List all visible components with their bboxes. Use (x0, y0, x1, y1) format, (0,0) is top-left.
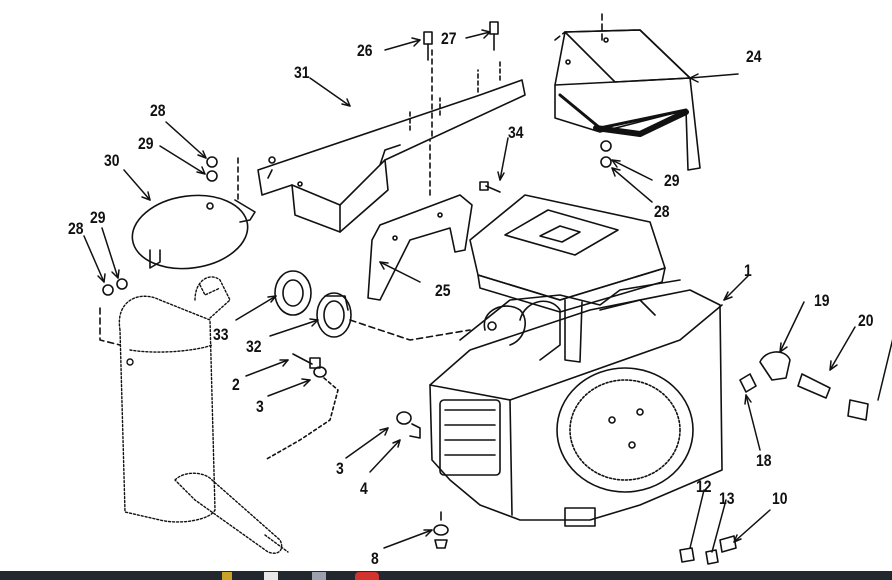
callout-19: 19 (814, 291, 830, 310)
callout-32: 32 (246, 337, 262, 356)
callout-29: 29 (90, 208, 106, 227)
exhaust-flange-part (316, 292, 352, 338)
callout-18: 18 (756, 451, 772, 470)
muffler-part (118, 276, 289, 554)
callout-29: 29 (138, 134, 154, 153)
browser-icon[interactable] (355, 572, 379, 580)
taskbar (0, 571, 892, 580)
heat-shield-part (554, 13, 701, 171)
callout-34: 34 (508, 123, 524, 142)
fuel-fittings-part (739, 351, 869, 421)
hardware-parts (102, 21, 612, 549)
support-bracket-part (367, 49, 473, 301)
callout-10: 10 (772, 489, 788, 508)
callout-4: 4 (360, 479, 368, 498)
mounting-bolts-part (679, 535, 737, 565)
callout-30: 30 (104, 151, 120, 170)
callout-31: 31 (294, 63, 310, 82)
app-icon[interactable] (222, 572, 232, 580)
callout-28: 28 (68, 219, 84, 238)
callout-20: 20 (858, 311, 874, 330)
gasket-part (274, 270, 312, 316)
callout-33: 33 (213, 325, 229, 344)
callout-3: 3 (256, 397, 264, 416)
window-icon[interactable] (312, 572, 326, 580)
callout-8: 8 (371, 549, 379, 568)
callout-29: 29 (664, 171, 680, 190)
callout-28: 28 (150, 101, 166, 120)
leader-lines (83, 29, 892, 553)
callout-26: 26 (357, 41, 373, 60)
muffler-cover-part (131, 157, 256, 270)
callout-3: 3 (336, 459, 344, 478)
folder-icon[interactable] (264, 572, 278, 580)
callout-25: 25 (435, 281, 451, 300)
upper-bracket-part (257, 59, 526, 233)
callout-28: 28 (654, 202, 670, 221)
engine-part (429, 194, 723, 527)
callout-2: 2 (232, 375, 240, 394)
callout-27: 27 (441, 29, 457, 48)
callout-1: 1 (744, 261, 752, 280)
callout-24: 24 (746, 47, 762, 66)
callout-13: 13 (719, 489, 735, 508)
callout-12: 12 (696, 477, 712, 496)
